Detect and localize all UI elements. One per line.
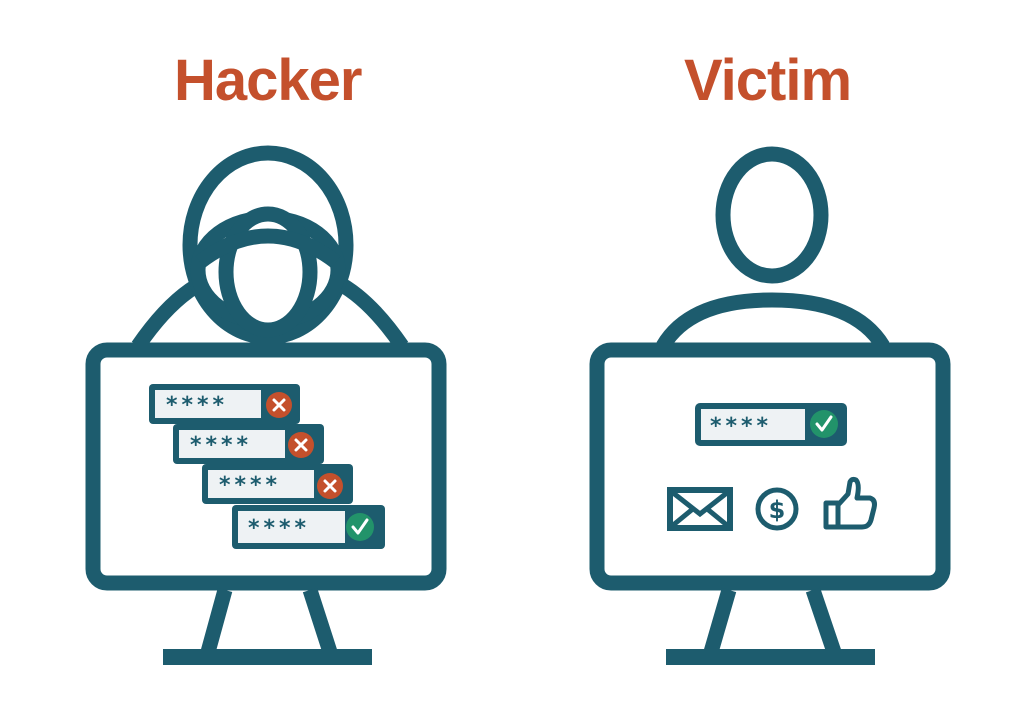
victim-figure (656, 146, 890, 351)
masked-password: **** (710, 414, 772, 439)
masked-password: **** (190, 433, 252, 458)
victim-shoulders (656, 292, 890, 351)
hacker-figure (131, 145, 409, 351)
victim-password-field: **** (695, 403, 847, 446)
thumbs-up-icon (823, 476, 877, 530)
victim-head (715, 146, 829, 284)
envelope-icon (667, 487, 733, 531)
svg-text:$: $ (769, 496, 786, 524)
password-attempt-2: **** (173, 424, 324, 464)
password-attempts: **** **** **** **** (149, 384, 385, 549)
hacker-title: Hacker (174, 48, 362, 113)
victim-title: Victim (684, 48, 852, 113)
check-icon (346, 513, 374, 541)
masked-password: **** (219, 473, 281, 498)
check-icon (810, 410, 838, 438)
password-attempt-3: **** (202, 464, 353, 504)
masked-password: **** (166, 393, 228, 418)
password-attempt-4: **** (232, 505, 385, 549)
dollar-icon: $ (755, 487, 799, 531)
password-attempt-1: **** (149, 384, 300, 424)
masked-password: **** (248, 516, 310, 541)
